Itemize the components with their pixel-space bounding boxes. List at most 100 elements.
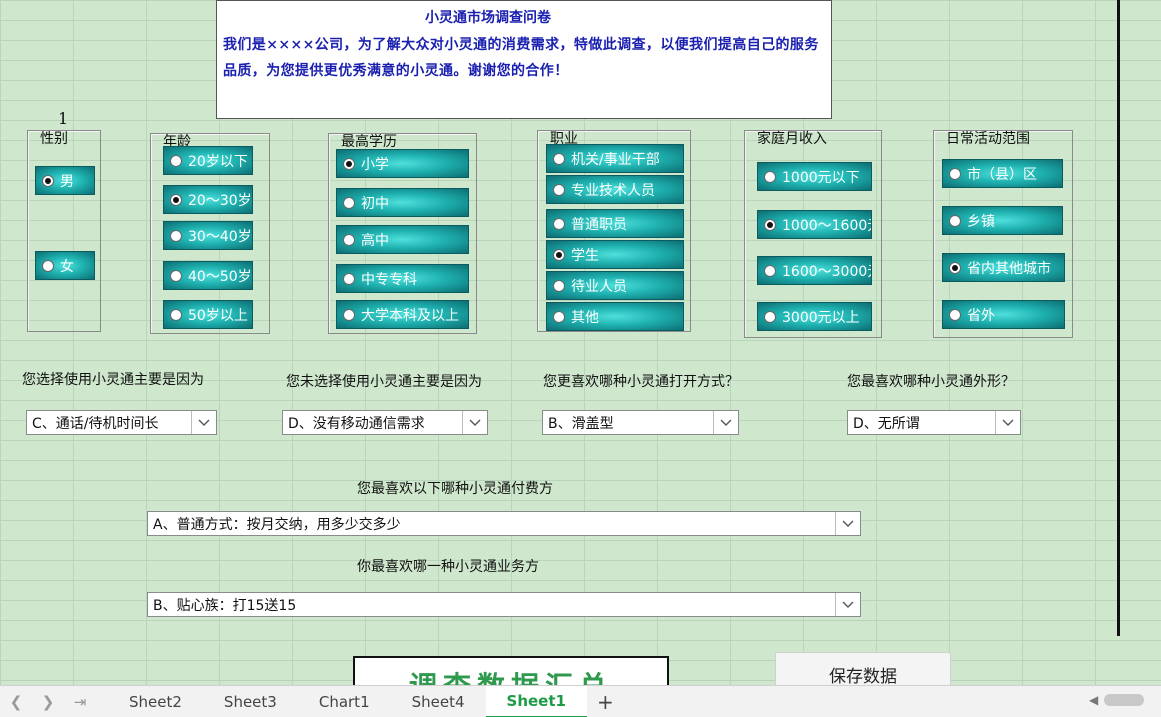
age-option-20-30[interactable]: 20～30岁 [163, 185, 253, 214]
occupation-option-student[interactable]: 学生 [546, 240, 684, 269]
dropdown-value: A、普通方式：按月交纳，用多少交多少 [153, 516, 401, 533]
income-option-over-3000[interactable]: 3000元以上 [757, 302, 872, 331]
question-reason-use: 您选择使用小灵通主要是因为 [22, 372, 204, 388]
service-dropdown[interactable]: B、贴心族：打15送15 [147, 592, 861, 617]
option-label: 其他 [571, 309, 599, 326]
radio-icon [343, 272, 355, 285]
last-sheet-icon[interactable]: ⇥ [73, 692, 87, 711]
chevron-left-icon[interactable]: ❮ [9, 692, 23, 711]
radio-selected-icon [42, 174, 54, 187]
option-label: 20～30岁 [188, 192, 252, 209]
age-option-40-50[interactable]: 40～50岁 [163, 261, 253, 290]
question-reason-not-use: 您未选择使用小灵通主要是因为 [286, 374, 482, 390]
gender-group: 性别 男 女 [27, 130, 101, 332]
income-option-1600-3000[interactable]: 1600～3000元 [757, 256, 872, 285]
option-label: 专业技术人员 [571, 182, 655, 199]
option-label: 学生 [571, 247, 599, 264]
tab-sheet4[interactable]: Sheet4 [411, 692, 465, 711]
area-option-out-of-province[interactable]: 省外 [942, 300, 1065, 329]
occupation-option-official[interactable]: 机关/事业干部 [546, 144, 684, 173]
open-style-dropdown[interactable]: B、滑盖型 [542, 410, 739, 435]
dropdown-value: D、无所谓 [853, 415, 920, 432]
radio-icon [949, 214, 961, 227]
option-label: 3000元以上 [782, 309, 860, 326]
sheet-tab-bar: ❮ ❯ ⇥ Sheet2 Sheet3 Chart1 Sheet4 Sheet1… [0, 685, 1161, 717]
occupation-option-other[interactable]: 其他 [546, 302, 684, 331]
radio-icon [764, 170, 776, 183]
occupation-option-technical[interactable]: 专业技术人员 [546, 175, 684, 204]
chevron-down-icon[interactable] [713, 411, 738, 434]
area-group: 日常活动范围 市（县）区 乡镇 省内其他城市 省外 [933, 130, 1073, 338]
income-option-1000-1600[interactable]: 1000～1600元 [757, 210, 872, 239]
radio-selected-icon [343, 157, 355, 170]
question-payment: 您最喜欢以下哪种小灵通付费方 [357, 481, 553, 497]
question-service: 你最喜欢哪一种小灵通业务方 [357, 559, 539, 575]
survey-header-box: 小灵通市场调查问卷 我们是××××公司，为了解大众对小灵通的消费需求，特做此调查… [216, 0, 832, 119]
radio-icon [764, 264, 776, 277]
option-label: 市（县）区 [967, 166, 1037, 183]
radio-icon [553, 310, 565, 323]
dropdown-value: B、贴心族：打15送15 [153, 597, 297, 614]
option-label: 1600～3000元 [782, 263, 872, 280]
dropdown-value: D、没有移动通信需求 [288, 415, 425, 432]
tab-sheet3[interactable]: Sheet3 [223, 692, 277, 711]
question-open-style: 您更喜欢哪种小灵通打开方式？ [543, 374, 739, 390]
chevron-down-icon[interactable] [835, 593, 860, 616]
option-label: 初中 [361, 195, 389, 212]
payment-dropdown[interactable]: A、普通方式：按月交纳，用多少交多少 [147, 511, 861, 536]
age-option-over-50[interactable]: 50岁以上 [163, 300, 253, 329]
option-label: 女 [60, 258, 74, 275]
scroll-thumb[interactable] [1104, 694, 1145, 706]
age-option-30-40[interactable]: 30～40岁 [163, 221, 253, 250]
chevron-down-icon[interactable] [835, 512, 860, 535]
scroll-left-icon[interactable]: ◀ [1089, 693, 1099, 707]
row-number-label: 1 [58, 109, 69, 128]
option-label: 省外 [967, 307, 995, 324]
education-option-bachelor[interactable]: 大学本科及以上 [336, 300, 469, 329]
radio-icon [343, 233, 355, 246]
survey-intro: 我们是××××公司，为了解大众对小灵通的消费需求，特做此调查，以便我们提高自己的… [223, 37, 819, 79]
radio-icon [170, 308, 182, 321]
option-label: 乡镇 [967, 213, 995, 230]
occupation-option-unemployed[interactable]: 待业人员 [546, 271, 684, 300]
education-option-senior[interactable]: 高中 [336, 225, 469, 254]
chevron-down-icon[interactable] [995, 411, 1020, 434]
age-option-under-20[interactable]: 20岁以下 [163, 146, 253, 175]
option-label: 1000～1600元 [782, 217, 872, 234]
education-option-primary[interactable]: 小学 [336, 149, 469, 178]
option-label: 高中 [361, 232, 389, 249]
tab-chart1[interactable]: Chart1 [318, 692, 370, 711]
tab-sheet2[interactable]: Sheet2 [129, 692, 182, 711]
tab-sheet1[interactable]: Sheet1 [485, 685, 587, 717]
occupation-option-staff[interactable]: 普通职员 [546, 209, 684, 238]
radio-selected-icon [764, 218, 776, 231]
option-label: 省内其他城市 [967, 260, 1051, 277]
area-option-city[interactable]: 市（县）区 [942, 159, 1063, 188]
gender-option-male[interactable]: 男 [35, 166, 95, 195]
radio-icon [949, 167, 961, 180]
chevron-down-icon[interactable] [462, 411, 487, 434]
reason-not-use-dropdown[interactable]: D、没有移动通信需求 [282, 410, 488, 435]
option-label: 30～40岁 [188, 228, 252, 245]
plus-icon[interactable]: + [596, 689, 614, 714]
radio-icon [170, 269, 182, 282]
chevron-down-icon[interactable] [191, 411, 216, 434]
page-border-line [1117, 0, 1120, 636]
radio-icon [553, 183, 565, 196]
education-option-junior[interactable]: 初中 [336, 188, 469, 217]
income-option-under-1000[interactable]: 1000元以下 [757, 162, 872, 191]
area-option-province-city[interactable]: 省内其他城市 [942, 253, 1065, 282]
education-option-vocational[interactable]: 中专专科 [336, 264, 469, 293]
reason-use-dropdown[interactable]: C、通话/待机时间长 [26, 410, 217, 435]
dropdown-value: B、滑盖型 [548, 415, 614, 432]
radio-icon [343, 196, 355, 209]
chevron-right-icon[interactable]: ❯ [41, 692, 55, 711]
area-option-town[interactable]: 乡镇 [942, 206, 1063, 235]
shape-dropdown[interactable]: D、无所谓 [847, 410, 1021, 435]
horizontal-scrollbar[interactable]: ◀ [1089, 690, 1161, 710]
option-label: 中专专科 [361, 271, 417, 288]
radio-icon [170, 229, 182, 242]
gender-option-female[interactable]: 女 [35, 251, 95, 280]
option-label: 待业人员 [571, 278, 627, 295]
option-label: 1000元以下 [782, 169, 860, 186]
